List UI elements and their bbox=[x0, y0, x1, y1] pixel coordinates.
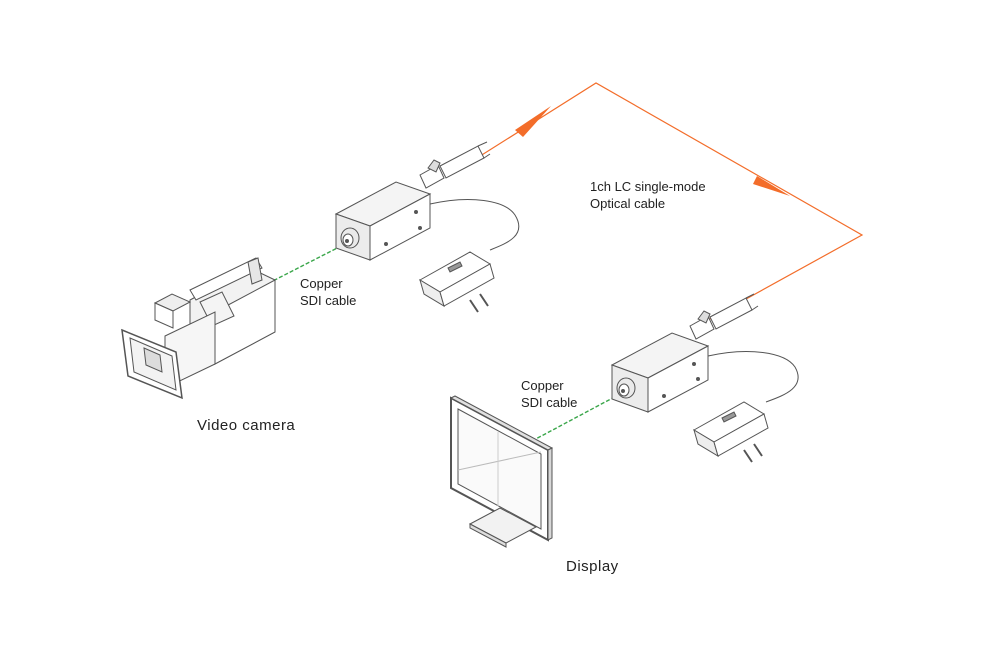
copper-rx-label: Copper SDI cable bbox=[521, 377, 577, 411]
copper-cable-rx bbox=[531, 392, 623, 442]
display-monitor bbox=[449, 395, 554, 548]
rx-power-adapter bbox=[693, 401, 769, 463]
copper-cable-tx bbox=[262, 242, 348, 287]
optical-cable-label: 1ch LC single-mode Optical cable bbox=[590, 178, 706, 212]
fiber-arrow-down-icon bbox=[753, 176, 790, 196]
tx-power-cord bbox=[429, 199, 520, 251]
display-label: Display bbox=[566, 558, 619, 575]
optical-cable-label-line1: 1ch LC single-mode bbox=[590, 179, 706, 194]
copper-rx-label-line1: Copper bbox=[521, 378, 564, 393]
rx-lc-connector bbox=[689, 293, 759, 340]
copper-tx-label-line2: SDI cable bbox=[300, 293, 357, 308]
copper-tx-label-line1: Copper bbox=[300, 276, 343, 291]
optical-cable-label-line2: Optical cable bbox=[590, 196, 666, 211]
tx-power-adapter bbox=[419, 251, 495, 313]
rx-converter bbox=[610, 332, 710, 413]
tx-lc-connector bbox=[419, 141, 491, 189]
fiber-arrow-up-icon bbox=[515, 106, 551, 137]
video-camera-label: Video camera bbox=[197, 417, 296, 434]
video-camera bbox=[121, 257, 276, 400]
tx-converter bbox=[334, 181, 432, 261]
copper-tx-label: Copper SDI cable bbox=[300, 275, 356, 309]
copper-rx-label-line2: SDI cable bbox=[521, 395, 578, 410]
rx-power-cord bbox=[707, 351, 799, 403]
